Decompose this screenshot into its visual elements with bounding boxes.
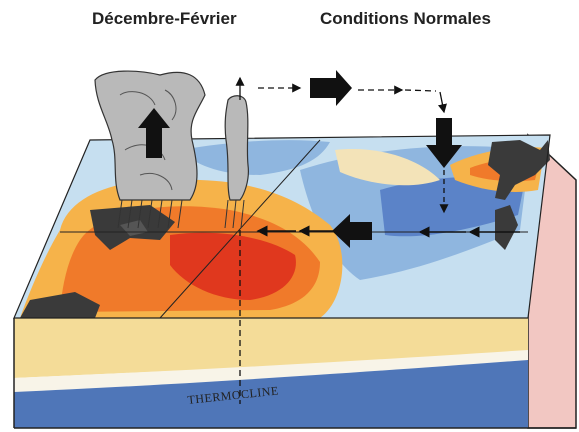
south-america-land [488,140,550,200]
rising-air-arrow [138,108,170,158]
condition-title: Conditions Normales [320,9,491,28]
sinking-air-arrow [426,118,462,168]
surface-trade-winds [256,214,520,248]
deep-water-front [14,360,528,428]
upper-level-westerlies [235,70,447,114]
season-title: Décembre-Février [92,9,237,28]
thermocline-band [14,350,528,392]
surface-layer-front [14,318,528,378]
convective-cloud-central [224,95,249,229]
